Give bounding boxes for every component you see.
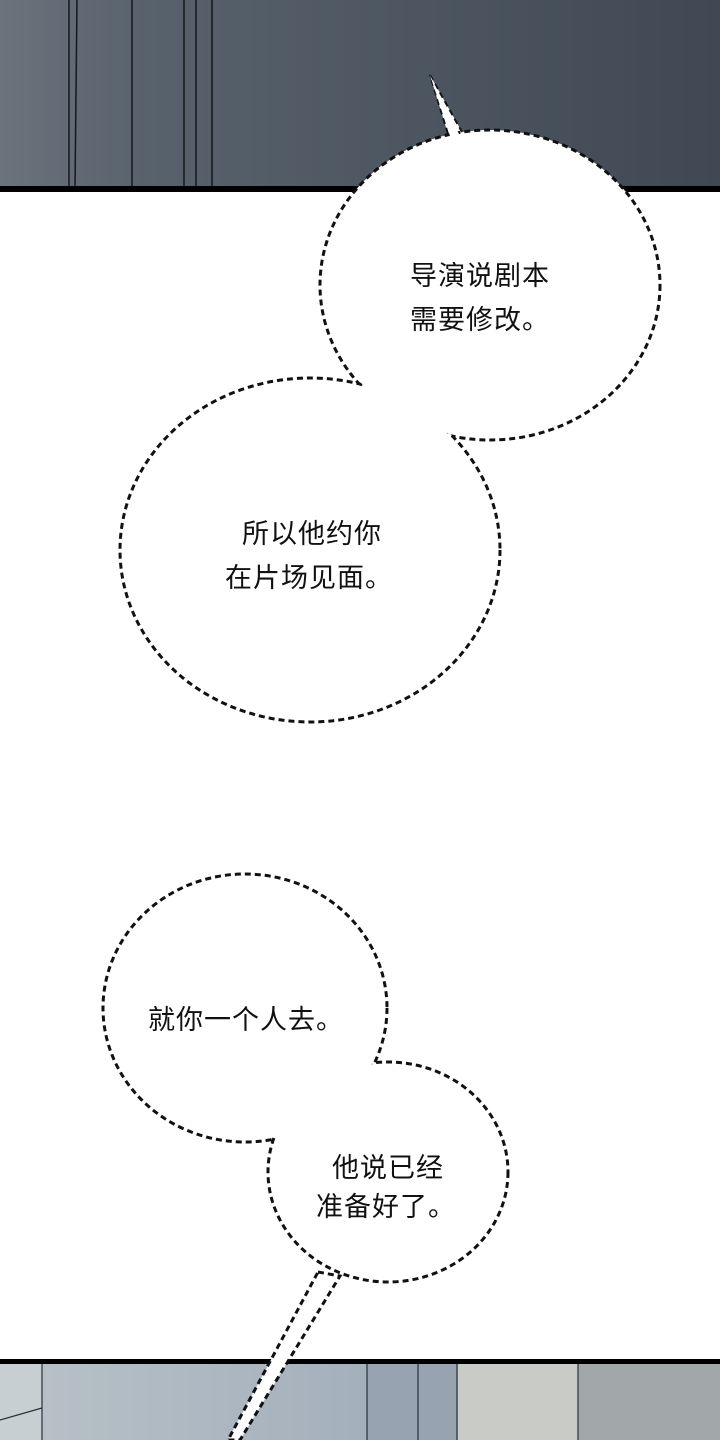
- bubble-1-line-1: 导演说剧本: [410, 261, 550, 292]
- speech-bubble-group-1: [118, 74, 662, 724]
- bubble-4-line-2: 准备好了。: [316, 1192, 456, 1223]
- bubble-1-line-2: 需要修改。: [410, 305, 550, 336]
- bubble-2-line-1: 所以他约你: [242, 519, 382, 550]
- bottom-panel: [0, 1359, 720, 1440]
- bubble-3-line-1: 就你一个人去。: [148, 1005, 344, 1036]
- bubble-2-line-2: 在片场见面。: [225, 563, 393, 594]
- speech-bubble-group-2: [101, 872, 510, 1440]
- bubble-4-line-1: 他说已经: [332, 1153, 444, 1184]
- top-panel: [0, 0, 720, 192]
